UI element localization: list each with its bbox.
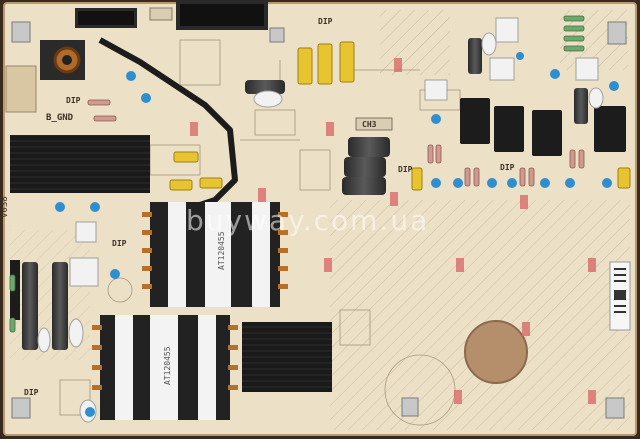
isolation-trace <box>98 37 238 208</box>
yellow-capacitors <box>169 41 631 191</box>
white-components <box>37 17 604 423</box>
label-v038: V038 <box>0 196 10 218</box>
blue-components <box>55 52 619 417</box>
transformer-top <box>142 202 288 307</box>
mounting-hole <box>464 320 528 384</box>
hatched-zone <box>330 200 630 430</box>
label-transformer-bottom: AT120455 <box>163 346 172 385</box>
mounting-tabs <box>11 21 627 419</box>
label-dip-5: DIP <box>24 388 39 397</box>
label-dip-1: DIP <box>66 96 81 105</box>
watermark: buyway.com.ua <box>186 204 429 237</box>
label-dip-4: DIP <box>398 165 413 174</box>
label-transformer-top: AT120455 <box>217 231 226 270</box>
label-ch3: CH3 <box>362 120 377 129</box>
resistors <box>87 99 585 187</box>
input-connector <box>5 65 37 113</box>
heatsink-center <box>242 322 332 392</box>
label-dip-6: DIP <box>500 163 515 172</box>
label-dip-3: DIP <box>318 17 333 26</box>
green-resistors <box>9 15 585 333</box>
transformer-bottom <box>92 315 238 420</box>
heatsink-left <box>10 135 150 193</box>
red-markers <box>190 58 596 404</box>
hatched-zone <box>380 10 450 75</box>
electrolytic-capacitors <box>22 38 588 350</box>
label-b-gnd: B_GND <box>46 113 74 123</box>
label-dip-2: DIP <box>112 239 127 248</box>
